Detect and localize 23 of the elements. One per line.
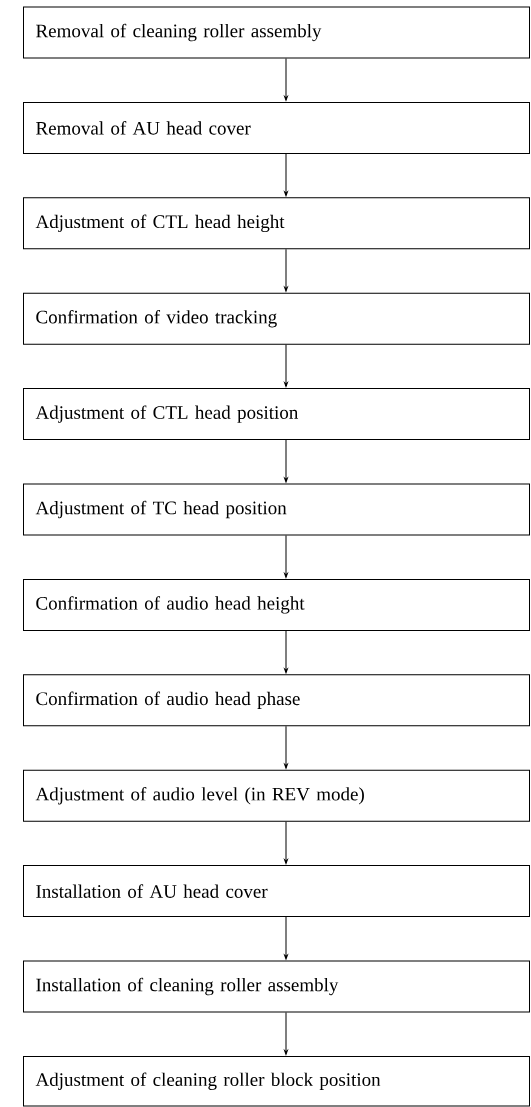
arrow	[284, 535, 288, 578]
arrow	[284, 916, 288, 960]
arrow	[284, 58, 288, 101]
arrow	[284, 344, 288, 388]
arrow	[284, 1012, 288, 1055]
step-box: Adjustment of CTL head height	[23, 197, 530, 250]
step-box: Confirmation of video tracking	[23, 292, 530, 345]
step-box: Confirmation of audio head height	[23, 578, 530, 631]
step-box: Adjustment of audio level (in REV mode)	[23, 769, 530, 822]
step-box: Removal of AU head cover	[23, 101, 530, 154]
arrow	[284, 725, 288, 769]
step-box: Installation of AU head cover	[23, 865, 530, 918]
step-box: Removal of cleaning roller assembly	[23, 6, 530, 59]
arrow	[284, 439, 288, 483]
step-box: Confirmation of audio head phase	[23, 674, 530, 727]
arrow	[284, 821, 288, 865]
arrow	[284, 153, 288, 197]
arrow	[284, 630, 288, 674]
arrow	[284, 248, 288, 292]
step-box: Installation of cleaning roller assembly	[23, 960, 530, 1013]
step-box: Adjustment of cleaning roller block position	[23, 1055, 530, 1107]
step-box: Adjustment of CTL head position	[23, 388, 530, 441]
step-box: Adjustment of TC head position	[23, 483, 530, 536]
